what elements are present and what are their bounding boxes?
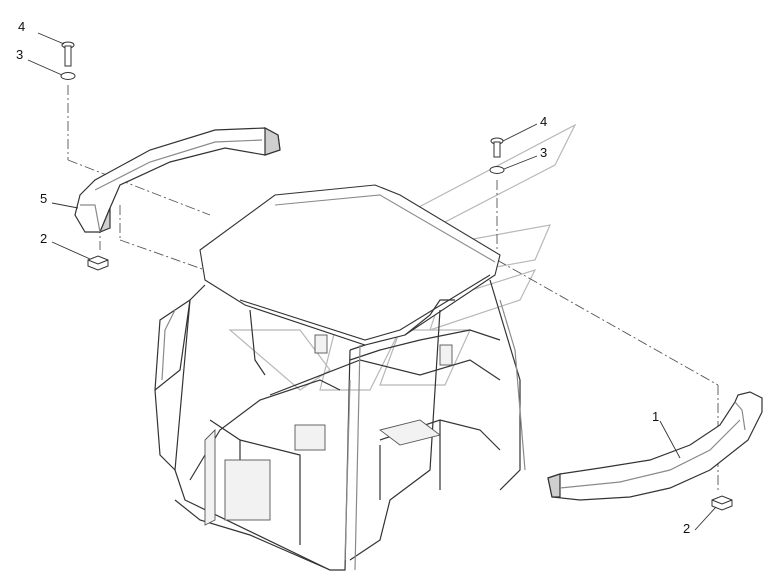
clip-left-icon xyxy=(87,255,109,271)
bolt-right-icon xyxy=(490,137,504,158)
cab-roof xyxy=(199,184,501,346)
callout-washer-left: 3 xyxy=(16,47,24,62)
callout-leaders xyxy=(27,32,717,531)
cab-frame xyxy=(154,279,526,571)
callout-handrail-right: 1 xyxy=(652,409,660,424)
handrail-right xyxy=(547,391,763,501)
cab-interior xyxy=(204,334,453,526)
handrail-left xyxy=(74,126,281,234)
bolt-left-icon xyxy=(61,41,75,67)
callout-clip-right: 2 xyxy=(683,521,691,536)
washer-right-icon xyxy=(489,166,505,174)
callout-bolt-right: 4 xyxy=(540,114,548,129)
callout-bolt-left: 4 xyxy=(18,19,26,34)
clip-right-icon xyxy=(711,495,733,511)
callout-clip-left: 2 xyxy=(40,231,48,246)
washer-left-icon xyxy=(60,72,76,80)
callout-washer-right: 3 xyxy=(540,145,548,160)
callout-end-cap-left: 5 xyxy=(40,191,48,206)
